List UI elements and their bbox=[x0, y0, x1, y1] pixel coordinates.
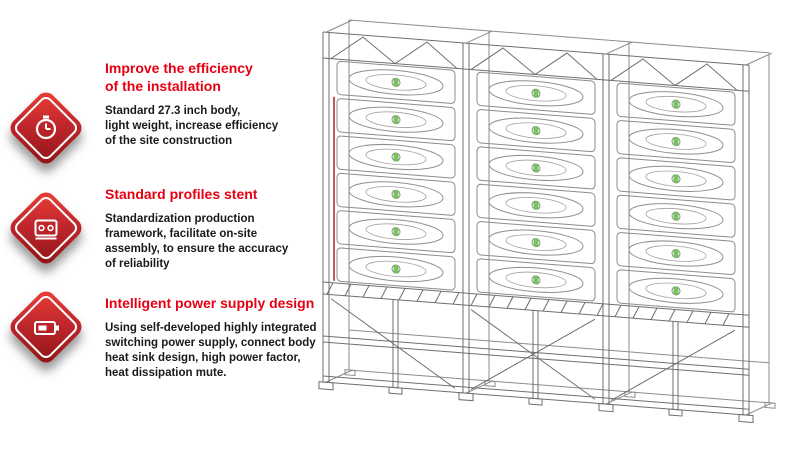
top-frame bbox=[323, 31, 749, 92]
power-supply-icon bbox=[18, 299, 74, 355]
cabinet-module-icon bbox=[18, 200, 74, 256]
feature-power-supply: Intelligent power supply design Using se… bbox=[0, 287, 320, 382]
feature-title: Improve the efficiency of the installati… bbox=[105, 60, 253, 94]
support-beam bbox=[323, 281, 749, 328]
feature-body: Standard 27.3 inch body, light weight, i… bbox=[105, 104, 279, 148]
frame-posts bbox=[322, 31, 750, 416]
clock-icon bbox=[18, 100, 74, 156]
feature-badge bbox=[6, 88, 86, 168]
feature-body: Using self-developed highly integrated s… bbox=[105, 321, 317, 380]
feature-installation-efficiency: Improve the efficiency of the installati… bbox=[0, 60, 320, 168]
feature-title: Standard profiles stent bbox=[105, 186, 258, 202]
feature-title: Intelligent power supply design bbox=[105, 295, 315, 311]
scaffold bbox=[318, 298, 754, 424]
feature-standard-profiles: Standard profiles stent Standardization … bbox=[0, 186, 320, 273]
led-display-structure-wireframe bbox=[295, 8, 793, 453]
feature-body: Standardization production framework, fa… bbox=[105, 212, 289, 271]
feature-badge bbox=[6, 188, 86, 268]
cabinet-grid bbox=[336, 60, 736, 313]
feature-badge bbox=[6, 287, 86, 367]
